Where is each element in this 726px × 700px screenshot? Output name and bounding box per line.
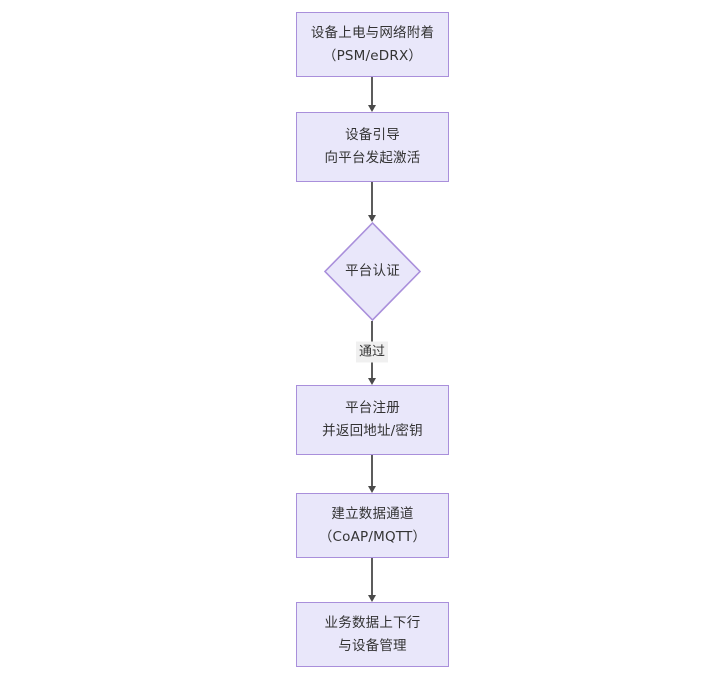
flow-node-n3[interactable]: 平台认证 [324,222,421,321]
flow-node-label: 与设备管理 [338,637,407,654]
flow-node-n4[interactable]: 平台注册并返回地址/密钥 [296,385,449,455]
arrowhead-icon [367,215,376,222]
connector-line [371,182,373,216]
arrowhead-icon [367,105,376,112]
connector-line [371,455,373,487]
edge-label-e3: 通过 [355,341,389,363]
flow-node-n1[interactable]: 设备上电与网络附着 （PSM/eDRX） [296,12,449,77]
arrowhead-icon [367,595,376,602]
connector-line [371,77,373,106]
flow-node-label: （CoAP/MQTT） [318,528,427,545]
flow-node-n5[interactable]: 建立数据通道 （CoAP/MQTT） [296,493,449,558]
flow-node-label: 向平台发起激活 [324,150,421,166]
connector-line [371,558,373,596]
flow-node-n2[interactable]: 设备引导向平台发起激活 [296,112,449,182]
arrowhead-icon [367,486,376,493]
flow-node-label: 建立数据通道 [331,505,414,522]
flow-node-n6[interactable]: 业务数据上下行与设备管理 [296,602,449,667]
arrowhead-icon [367,378,376,385]
flow-node-label: 平台认证 [345,263,400,279]
flow-node-label: 平台注册 [345,400,400,416]
flow-node-label: 设备引导 [345,127,400,143]
flow-node-label: 设备上电与网络附着 [310,24,435,41]
flow-node-label: 并返回地址/密钥 [322,423,423,439]
flow-node-label: （PSM/eDRX） [322,47,423,64]
diamond-shape-icon [324,222,421,321]
flow-node-label: 业务数据上下行 [324,614,421,631]
